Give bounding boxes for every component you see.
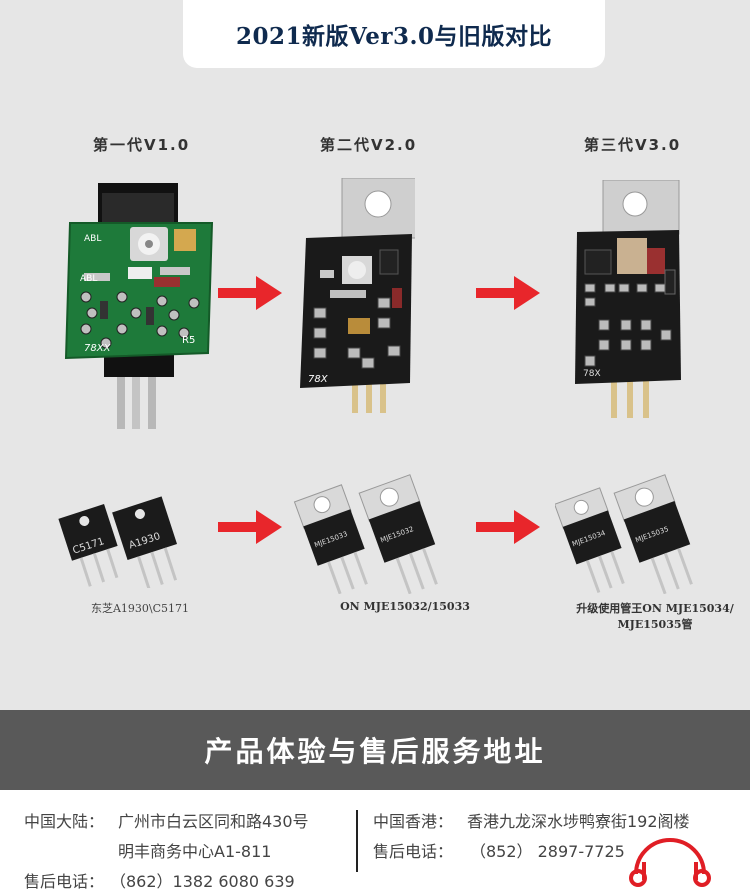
headphone-logo-icon <box>629 838 711 887</box>
gen2-regulator-module: 78X <box>300 178 415 413</box>
gen1-board-mark-r5: R5 <box>182 335 195 346</box>
on-mje15034-pair: MJE15034 MJE15035 <box>555 474 693 594</box>
right-arrow-icon <box>218 276 282 310</box>
contact-divider <box>356 810 358 872</box>
gen1-label: 第一代V1.0 <box>93 136 191 154</box>
right-arrow-icon <box>476 510 540 544</box>
mje15034-caption-line2: MJE15035管 <box>617 618 693 631</box>
gen2-board-model: 78X <box>308 374 329 385</box>
mainland-phone-label: 售后电话： <box>24 872 105 891</box>
mje15034-caption-line1: 升级使用管王ON MJE15034/ <box>576 602 734 615</box>
banner-title: 产品体验与售后服务地址 <box>204 735 546 768</box>
gen1-board-mark-abl-2: ABL <box>80 274 97 284</box>
mainland-label: 中国大陆： <box>24 812 105 831</box>
mainland-phone: （862）1382 6080 639 <box>110 872 295 891</box>
title-tab: 2021新版Ver3.0与旧版对比 <box>183 0 605 68</box>
gen3-board-model: 78X <box>583 369 601 379</box>
page-title: 2021新版Ver3.0与旧版对比 <box>235 23 552 50</box>
hk-phone-label: 售后电话： <box>373 842 454 861</box>
mainland-address-line2: 明丰商务中心A1-811 <box>118 842 272 861</box>
right-arrow-icon <box>476 276 540 310</box>
on-mje15032-pair: MJE15033 MJE15032 <box>293 474 438 594</box>
hk-label: 中国香港： <box>373 812 454 831</box>
gen3-regulator-module: 78X <box>575 180 681 418</box>
gen3-label: 第三代V3.0 <box>584 136 682 154</box>
mje15032-caption: ON MJE15032/15033 <box>340 600 470 613</box>
mainland-address-line1: 广州市白云区同和路430号 <box>118 812 309 831</box>
gen1-board-mark-abl: ABL <box>84 234 101 244</box>
gen1-regulator-module: ABL ABL R5 78XX <box>64 183 214 429</box>
toshiba-caption: 东芝A1930\C5171 <box>90 602 190 615</box>
service-address-banner: 产品体验与售后服务地址 <box>0 710 750 790</box>
hk-address: 香港九龙深水埗鸭寮街192阁楼 <box>467 812 690 831</box>
right-arrow-icon <box>218 510 282 544</box>
hk-phone: （852） 2897-7725 <box>470 842 625 861</box>
gen2-label: 第二代V2.0 <box>320 136 418 154</box>
gen1-board-model: 78XX <box>84 343 112 354</box>
toshiba-transistor-pair: C5171 A1930 <box>58 496 178 588</box>
